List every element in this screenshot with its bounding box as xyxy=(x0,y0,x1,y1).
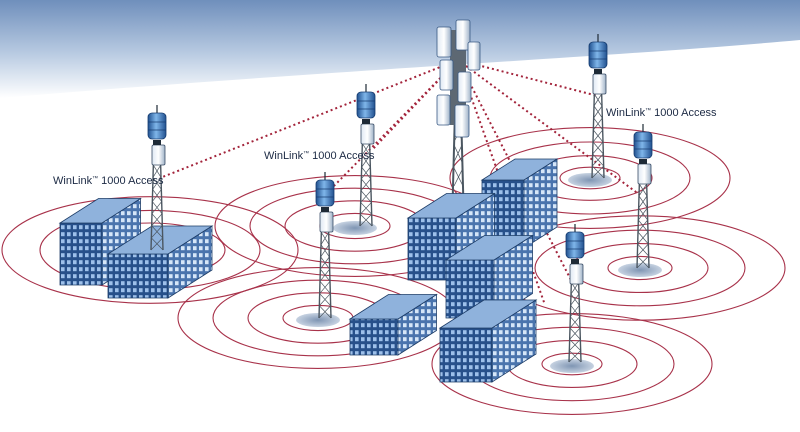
building-lower-left xyxy=(348,293,438,356)
access-tower-left xyxy=(147,105,167,251)
access-tower-upper-right xyxy=(588,34,608,179)
access-tower-lower-left xyxy=(315,172,335,319)
backhaul-link xyxy=(457,59,573,283)
ground-pad xyxy=(296,313,340,327)
backhaul-links xyxy=(159,59,641,306)
access-tower-right xyxy=(633,124,653,269)
label-winlink-left: WinLink™ 1000 Access xyxy=(53,175,164,187)
radio-unit-icon xyxy=(592,69,607,95)
backhaul-link xyxy=(457,59,599,97)
radio-unit-icon xyxy=(360,119,375,145)
antenna-icon xyxy=(147,105,167,140)
building-lower-center xyxy=(438,299,538,383)
coverage-ring xyxy=(449,127,731,229)
antenna-icon xyxy=(315,172,335,207)
sky-band xyxy=(0,0,800,98)
antenna-icon xyxy=(588,34,608,69)
antenna-icon xyxy=(356,84,376,119)
radio-unit-icon xyxy=(569,259,584,285)
antenna-icon xyxy=(565,224,585,259)
radio-unit-icon xyxy=(319,207,334,233)
access-tower-lower-right xyxy=(565,224,585,363)
backhaul-link xyxy=(159,59,459,179)
ground-pad xyxy=(618,263,662,277)
base-station-tower-icon xyxy=(436,19,481,226)
access-tower-center xyxy=(356,84,376,227)
coverage-ring xyxy=(559,166,621,190)
coverage-ring xyxy=(1,196,299,304)
building-left-front xyxy=(106,225,214,299)
buildings xyxy=(58,158,559,383)
coverage-ring xyxy=(534,229,746,307)
ground-pad xyxy=(568,173,612,187)
backhaul-link xyxy=(327,59,459,193)
radio-unit-icon xyxy=(637,159,652,185)
radio-unit-icon xyxy=(151,140,166,166)
coverage-ring xyxy=(431,313,713,415)
ground-pad xyxy=(550,359,594,373)
access-towers xyxy=(147,34,653,363)
antenna-icon xyxy=(633,124,653,159)
building-left-back xyxy=(58,197,142,286)
label-winlink-right: WinLink™ 1000 Access xyxy=(606,107,717,119)
label-winlink-center: WinLink™ 1000 Access xyxy=(264,150,375,162)
ground-pad xyxy=(333,221,377,235)
coverage-ring xyxy=(607,255,673,281)
